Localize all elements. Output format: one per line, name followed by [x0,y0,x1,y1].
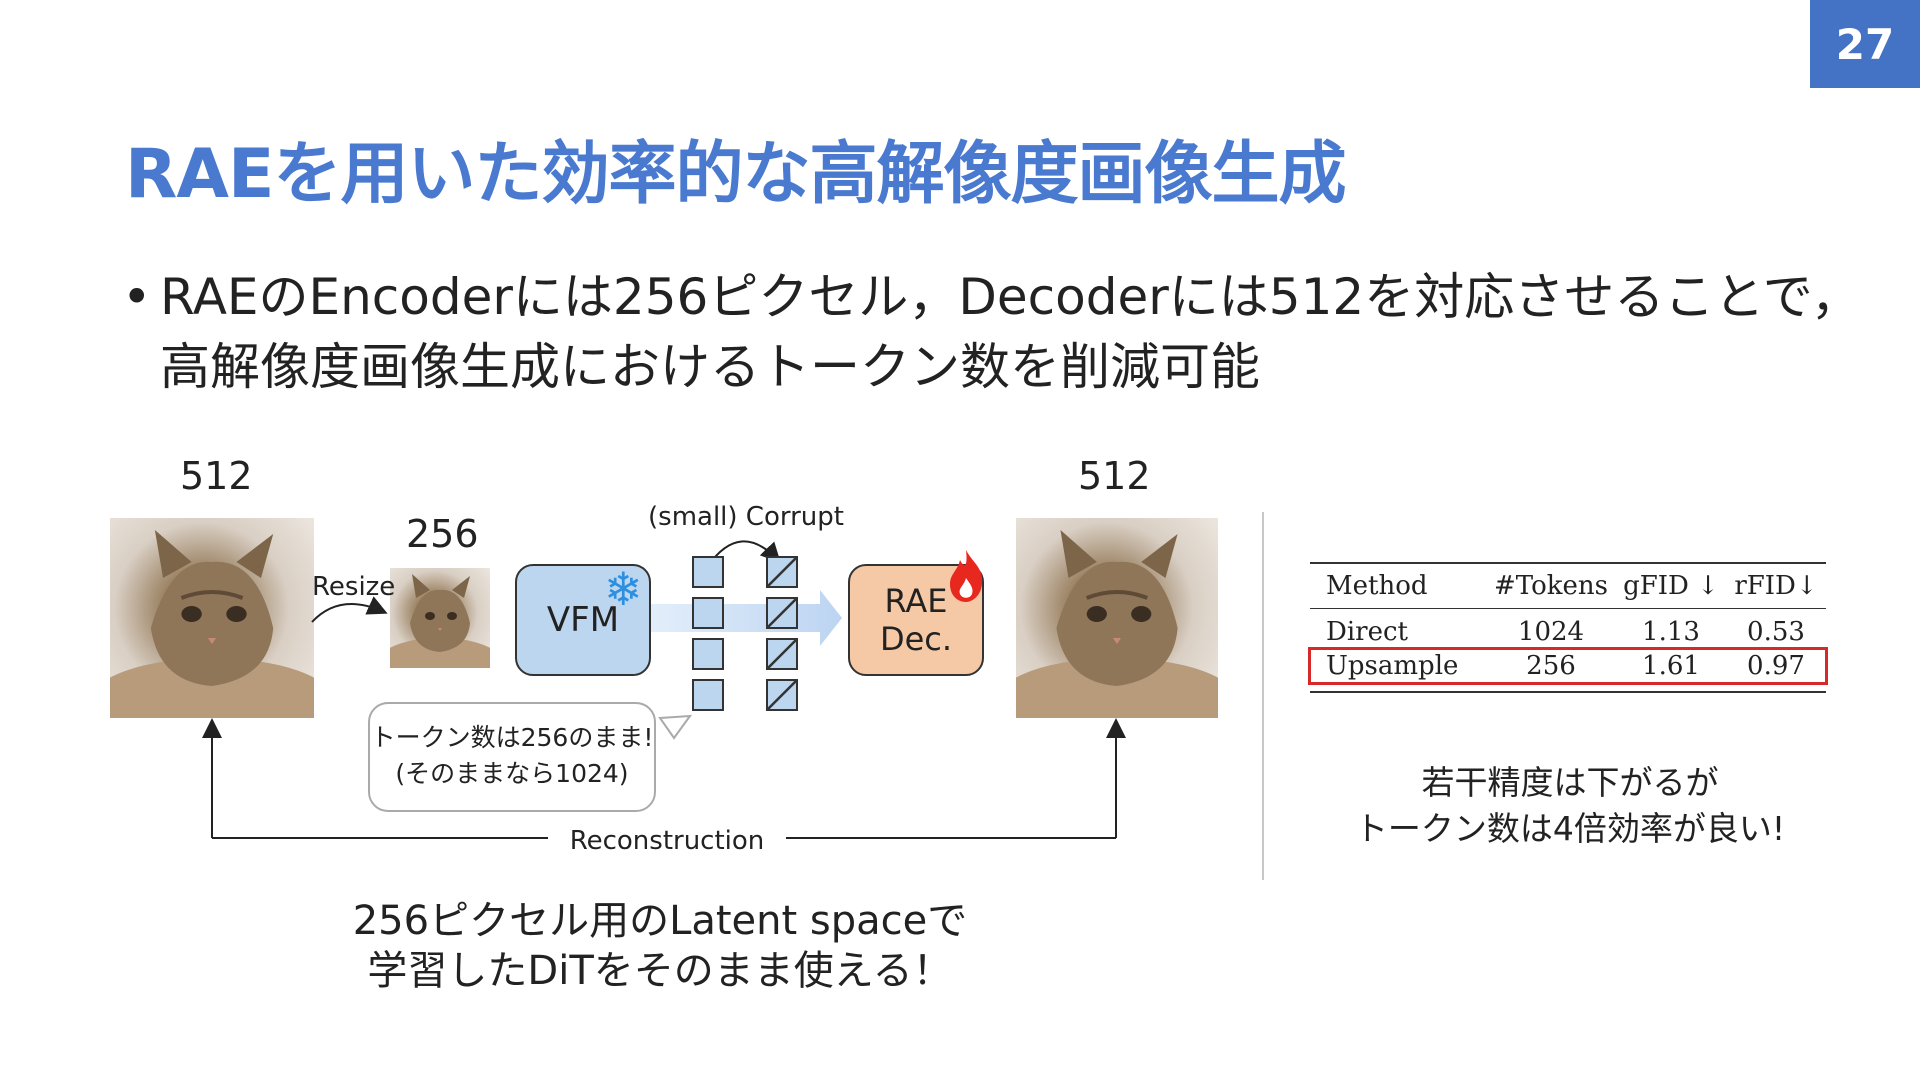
table-cell: 0.97 [1726,651,1826,681]
latent-token [692,556,724,588]
input-size-label: 512 [180,454,253,498]
slide-title: RAEを用いた効率的な高解像度画像生成 [125,118,1345,217]
resized-size-label: 256 [406,512,479,556]
table-cell: 256 [1486,651,1616,681]
corrupted-token [766,679,798,711]
bullet-dot-icon: • [122,262,152,332]
table-cell: Upsample [1310,651,1486,681]
rae-label-line2: Dec. [880,620,952,658]
table-cell: Direct [1310,617,1486,647]
table-header-row: Method #Tokens gFID ↓ rFID↓ [1310,564,1826,609]
table-header: Method [1310,571,1486,601]
bottom-caption: 256ピクセル用のLatent spaceで 学習したDiTをそのまま使える！ [330,896,990,996]
corrupted-token [766,638,798,670]
corrupted-token [766,597,798,629]
table-header: #Tokens [1486,571,1616,601]
reconstruction-label: Reconstruction [548,826,786,856]
bullet-line-1: RAEのEncoderには256ピクセル，Decoderには512を対応させるこ… [160,262,1820,332]
bullet-line-2: 高解像度画像生成におけるトークン数を削減可能 [160,332,1820,402]
corrupt-label: (small) Corrupt [648,502,844,532]
bullet-text: RAEのEncoderには256ピクセル，Decoderには512を対応させるこ… [160,262,1820,402]
table-header: rFID↓ [1726,571,1826,601]
resized-kitten-image [390,568,490,668]
snowflake-icon: ❄ [604,566,643,612]
right-caption-line-2: トークン数は4倍効率が良い! [1310,806,1830,852]
latent-token [692,638,724,670]
callout-line-1: トークン数は256のまま! [370,720,654,756]
table-cell: 1024 [1486,617,1616,647]
rae-label-line1: RAE [884,582,947,620]
table-header: gFID ↓ [1616,571,1726,601]
output-kitten-image [1016,518,1218,718]
corrupted-token [766,556,798,588]
right-caption: 若干精度は下がるが トークン数は4倍効率が良い! [1310,760,1830,852]
table-row: Direct 1024 1.13 0.53 [1310,615,1826,649]
input-kitten-image [110,518,314,718]
bottom-caption-line-2: 学習したDiTをそのまま使える！ [330,946,990,996]
table-cell: 0.53 [1726,617,1826,647]
bottom-caption-line-1: 256ピクセル用のLatent spaceで [330,896,990,946]
table-cell: 1.61 [1616,651,1726,681]
flame-icon [946,548,986,604]
resize-label: Resize [312,572,395,602]
table-cell: 1.13 [1616,617,1726,647]
latent-token [692,597,724,629]
callout-line-2: (そのままなら1024) [370,756,654,792]
table-row-highlighted: Upsample 256 1.61 0.97 [1310,649,1826,683]
results-table: Method #Tokens gFID ↓ rFID↓ Direct 1024 … [1310,562,1826,693]
vertical-divider [1262,512,1264,880]
right-caption-line-1: 若干精度は下がるが [1310,760,1830,806]
token-count-callout: トークン数は256のまま! (そのままなら1024) [368,702,656,812]
output-size-label: 512 [1078,454,1151,498]
latent-token [692,679,724,711]
page-number: 27 [1810,0,1920,88]
